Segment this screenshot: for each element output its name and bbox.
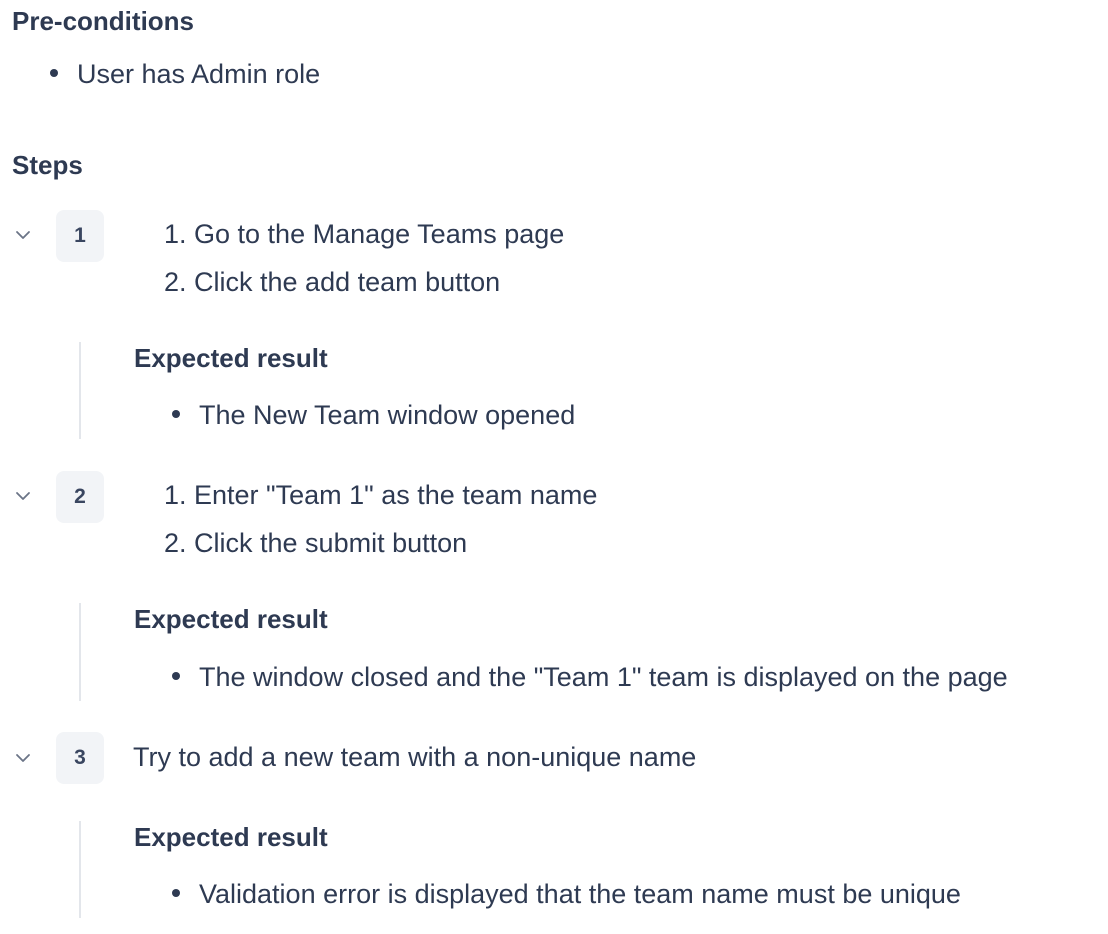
precondition-item: User has Admin role — [50, 61, 320, 88]
bullet-icon — [172, 671, 180, 680]
step-1-expected-item: The New Team window opened — [172, 402, 575, 429]
expected-result-divider — [79, 821, 81, 918]
step-3-expected-item: Validation error is displayed that the t… — [172, 881, 961, 908]
step-1-collapse-chevron-down-icon[interactable] — [13, 225, 33, 245]
step-2-action-1: 1. Enter "Team 1" as the team name — [164, 480, 598, 510]
expected-result-divider — [79, 603, 81, 701]
expected-result-divider — [79, 342, 81, 439]
bullet-icon — [50, 68, 58, 77]
step-1-action-1: 1. Go to the Manage Teams page — [164, 219, 565, 249]
step-2-action-2: 2. Click the submit button — [164, 528, 468, 558]
step-2-expected-result-title: Expected result — [134, 604, 328, 634]
step-3-action: Try to add a new team with a non-unique … — [133, 742, 697, 772]
step-number-badge: 3 — [56, 732, 104, 784]
step-2-collapse-chevron-down-icon[interactable] — [13, 486, 33, 506]
step-number-badge: 2 — [56, 471, 104, 523]
step-1-action-2: 2. Click the add team button — [164, 267, 501, 297]
step-1-expected-result-title: Expected result — [134, 343, 328, 373]
steps-title: Steps — [12, 150, 83, 180]
step-2-expected-item: The window closed and the "Team 1" team … — [172, 664, 1008, 691]
bullet-icon — [172, 409, 180, 418]
step-number-badge: 1 — [56, 210, 104, 262]
preconditions-title: Pre-conditions — [12, 6, 195, 36]
step-3-expected-result-title: Expected result — [134, 822, 328, 852]
bullet-icon — [172, 888, 180, 897]
step-3-collapse-chevron-down-icon[interactable] — [13, 748, 33, 768]
